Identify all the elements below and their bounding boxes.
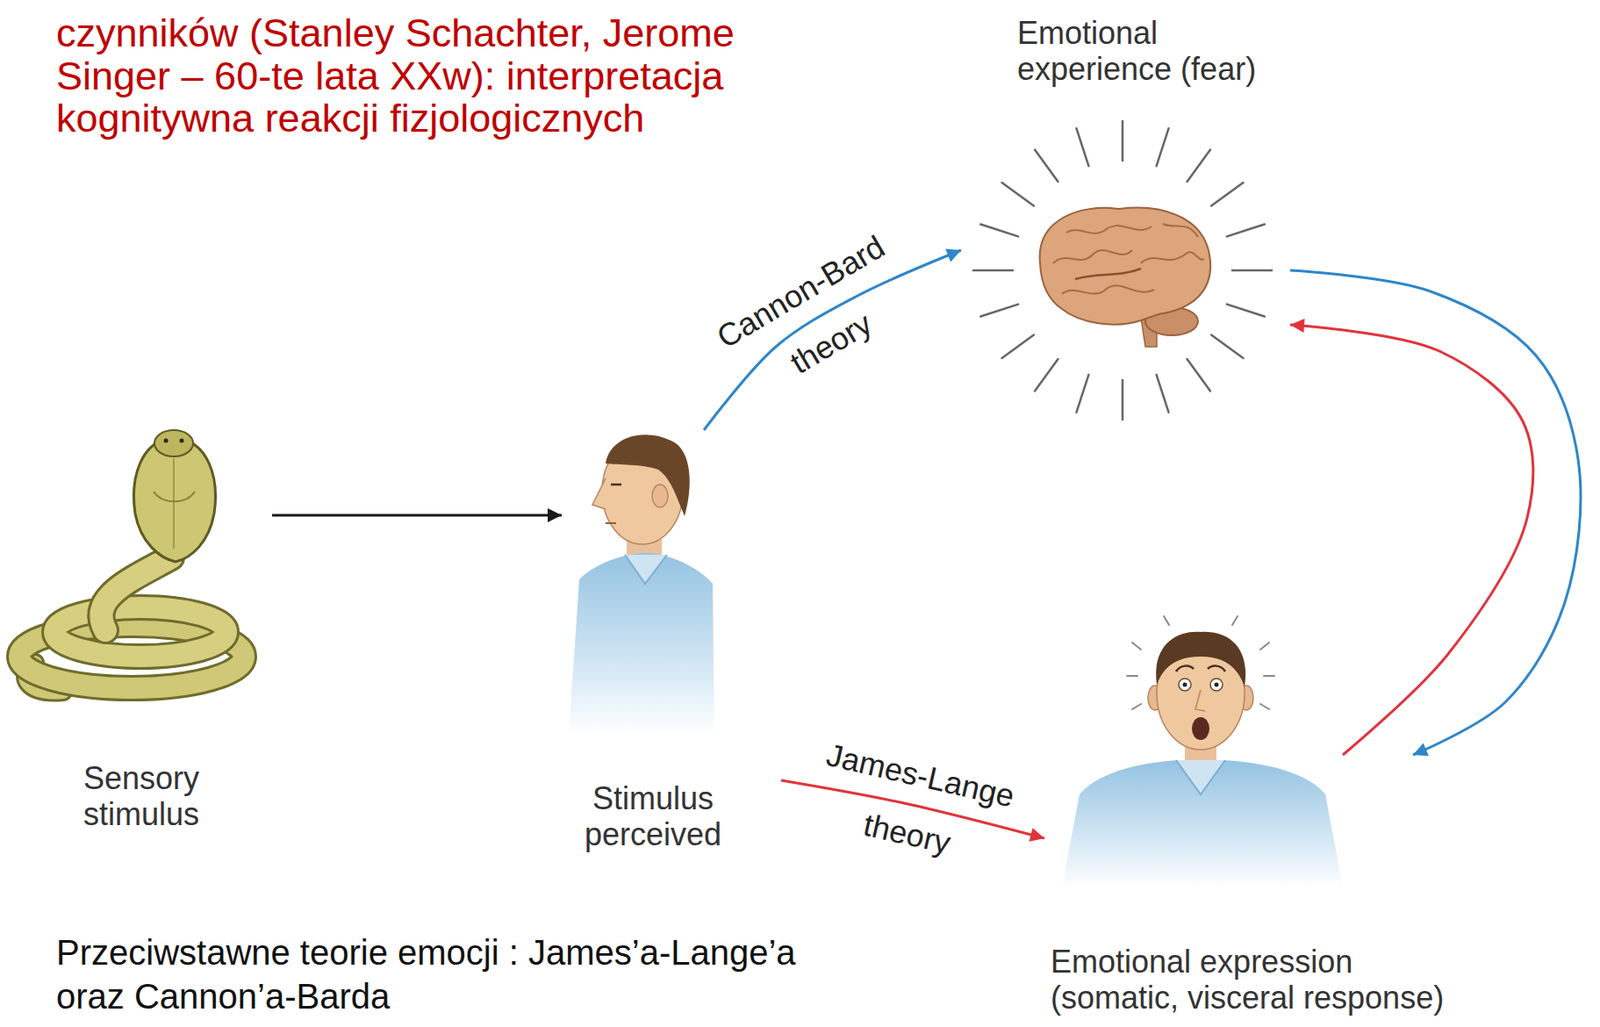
scared-man-illustration-part (1061, 760, 1343, 887)
theory-label: James-Lange theory (820, 735, 1021, 861)
scared-man-illustration-part (1214, 682, 1220, 688)
cobra-illustration-part (100, 557, 172, 631)
brain-folds-part (1061, 285, 1155, 295)
cobra-illustration-part (54, 607, 227, 657)
glow-rays-part (1226, 304, 1265, 317)
tremble-marks-part (1260, 703, 1270, 710)
tremble-marks-part (1260, 642, 1270, 650)
glow-rays-part (1232, 269, 1272, 273)
brain-folds-part (1162, 223, 1199, 237)
brain-folds-part (1140, 251, 1205, 264)
tremble-marks-part (1126, 674, 1138, 677)
perceiver-figure: Stimulus perceived (561, 430, 782, 857)
brain-folds-part (1066, 225, 1152, 234)
arrow-connector (781, 780, 1045, 839)
glow-rays-part (1034, 358, 1059, 391)
stimulus-figure: Sensory stimulus (8, 421, 273, 837)
glow-rays (973, 121, 1272, 420)
cobra-illustration-part (172, 458, 175, 549)
calm-man-illustration (568, 434, 715, 735)
scared-man-illustration-part (1176, 760, 1226, 795)
glow-rays-part (1121, 121, 1125, 161)
brain-folds (1053, 223, 1205, 295)
figure-caption: Sensory stimulus (53, 760, 230, 833)
cobra-illustration-part (154, 430, 194, 457)
glow-rays-part (1034, 150, 1059, 182)
edge-label-box: James-Lange theory (793, 722, 1034, 889)
glow-rays-part (1156, 374, 1170, 413)
calm-man-illustration-part (652, 484, 668, 508)
cobra-illustration-part (54, 607, 227, 657)
arrow-connector (1290, 324, 1534, 755)
tremble-marks-part (1163, 616, 1170, 625)
theory-label: Cannon-Bard theory (708, 227, 893, 383)
calm-man-illustration-part (605, 522, 617, 524)
calm-man-illustration-part (592, 478, 606, 510)
glow-rays-part (980, 224, 1019, 237)
note-text: czynników (Stanley Schachter, Jerome Sin… (56, 12, 785, 141)
slide-caption: Przeciwstawne teorie emocji : James’a-La… (56, 930, 829, 1019)
tremble-marks-part (1232, 616, 1238, 625)
scared-man-illustration-part (1207, 666, 1226, 672)
brain-folds-part (1053, 250, 1133, 264)
cobra-illustration-part (179, 438, 185, 444)
scared-man-illustration-part (1176, 666, 1194, 672)
glow-rays-part (1156, 128, 1170, 166)
tremble-marks-part (1132, 642, 1141, 650)
scared-man-illustration-part (1155, 631, 1246, 687)
scared-man-illustration-part (1191, 717, 1210, 740)
cobra-illustration-part (100, 557, 172, 631)
glow-rays-part (1211, 182, 1243, 207)
arrow-connector (703, 250, 962, 431)
glow-rays-part (1187, 150, 1212, 182)
brain-illustration (973, 121, 1272, 420)
glow-rays-part (1002, 335, 1034, 359)
tremble-marks (1126, 616, 1275, 710)
glow-rays-part (1226, 224, 1265, 237)
expression-figure: Emotional expression (somatic, visceral … (1044, 754, 1467, 1023)
glow-rays-part (1121, 380, 1125, 420)
scared-man-illustration-part (1210, 678, 1223, 691)
cobra-illustration-part (153, 491, 195, 502)
glow-rays-part (1211, 335, 1243, 359)
glow-rays-part (1187, 358, 1212, 391)
brain-folds-part (1075, 268, 1141, 280)
glow-rays-part (1002, 182, 1034, 207)
arrow-connector (272, 514, 562, 517)
arrow-connector (1290, 270, 1581, 755)
cobra-illustration-part (164, 438, 169, 444)
calm-man-illustration-part (610, 483, 622, 487)
calm-man-illustration-part (568, 552, 715, 735)
scared-man-illustration-part (1178, 678, 1192, 691)
calm-man-illustration-part (605, 434, 690, 517)
glow-rays-part (1076, 374, 1090, 413)
figure-caption: Emotional expression (somatic, visceral … (1050, 943, 1464, 1017)
glow-rays-part (980, 304, 1019, 317)
glow-rays-part (973, 269, 1013, 273)
tremble-marks-part (1263, 674, 1275, 677)
scared-man-illustration-part (1195, 689, 1206, 711)
glow-rays-part (1076, 128, 1090, 166)
scared-man-illustration-part (1183, 682, 1188, 688)
figure-caption: Stimulus perceived (573, 780, 732, 854)
brain-figure: Emotional experience (fear) (961, 13, 1291, 422)
brain-illustration-part (1040, 208, 1212, 325)
figure-caption: Emotional experience (fear) (1017, 14, 1281, 88)
tremble-marks-part (1132, 703, 1141, 710)
edge-label-box: Cannon-Bard theory (691, 210, 942, 426)
calm-man-illustration-part (624, 554, 668, 584)
cobra-illustration (19, 430, 244, 692)
scared-man-illustration (1061, 616, 1343, 887)
